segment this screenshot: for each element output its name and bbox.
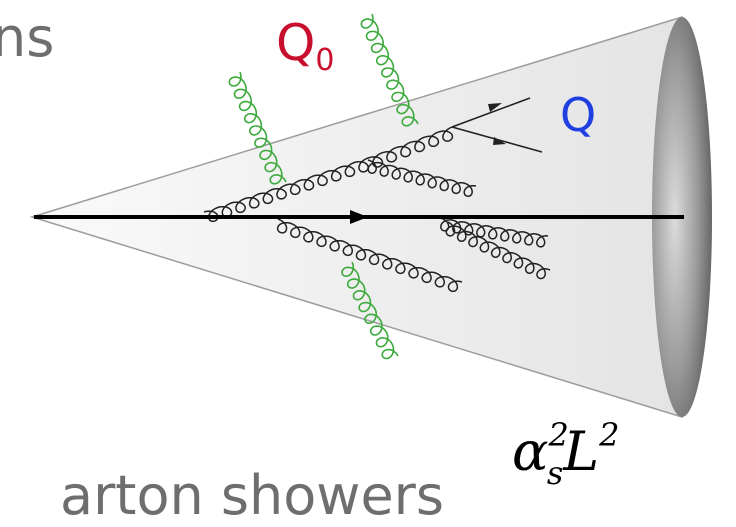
soft-gluon-top [360, 13, 419, 127]
soft-gluon-group [228, 13, 419, 360]
gluon-upper-branch [367, 159, 477, 198]
arrowhead-quark-upper [488, 103, 502, 112]
soft-gluon-left [228, 71, 287, 185]
formula-alpha-subscript: s [546, 454, 564, 492]
gluon-main-upper [203, 157, 369, 223]
formula-alpha-s-squared-l-squared: α2sL2 [512, 416, 619, 492]
gluon-right-upper [439, 217, 549, 248]
formula-log-superscript: 2 [599, 416, 620, 454]
formula-alpha: α [512, 420, 549, 483]
slide-text-cut-top: ns [0, 6, 55, 69]
formula-alpha-superscript: 2 [548, 416, 569, 454]
slide-text-cut-bottom: arton showers [60, 464, 445, 527]
gluon-main-lower [276, 218, 463, 293]
jet-axis-arrowhead [350, 210, 368, 224]
label-scale-high: Q [560, 88, 597, 142]
label-scale-low: Q0 [276, 14, 334, 78]
gluon-to-quark-pair [367, 126, 454, 168]
arrowhead-quark-lower [493, 137, 506, 145]
formula-log: L [563, 420, 600, 483]
label-scale-low-base: Q [276, 14, 316, 72]
quark-line-upper [451, 97, 531, 128]
label-scale-low-subscript: 0 [315, 43, 335, 78]
parton-shower-cone-diagram [29, 13, 712, 419]
soft-gluon-bottom [341, 261, 399, 360]
gluon-group [203, 126, 551, 293]
gluon-right-lower [445, 221, 551, 280]
